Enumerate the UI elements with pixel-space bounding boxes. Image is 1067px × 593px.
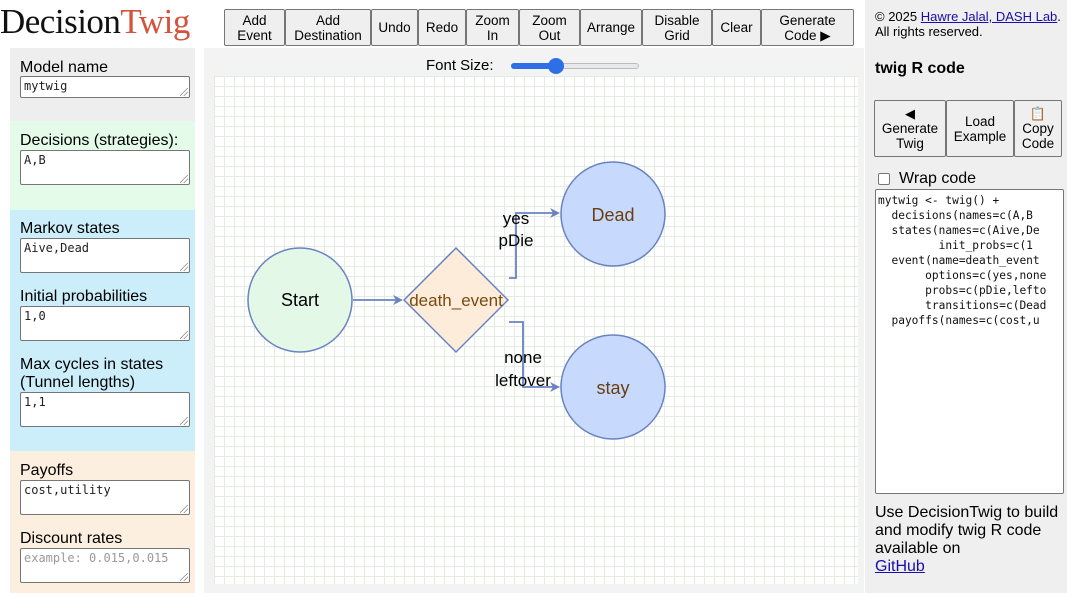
- font-size-label: Font Size:: [426, 57, 494, 74]
- redo-button[interactable]: Redo: [418, 9, 466, 46]
- arrange-button[interactable]: Arrange: [580, 9, 642, 46]
- start-node[interactable]: Start: [247, 247, 353, 353]
- code-line: probs=c(pDie,lefto: [878, 284, 1047, 297]
- max-cycles-input[interactable]: 1,1: [20, 392, 190, 427]
- app-description: Use DecisionTwig to build and modify twi…: [875, 504, 1059, 575]
- edge-yes-to-dead[interactable]: [509, 208, 560, 279]
- model-name-section: Model name mytwig: [10, 48, 195, 121]
- max-cycles-label: Max cycles in states(Tunnel lengths): [20, 356, 164, 391]
- destination-node-dead[interactable]: Dead: [560, 161, 666, 267]
- slider-thumb[interactable]: [547, 58, 564, 74]
- markov-states-label: Markov states: [20, 220, 120, 237]
- event-node-death-event[interactable]: death_event: [402, 246, 510, 354]
- font-size-slider[interactable]: [511, 58, 639, 74]
- triangle-left-icon: ◀: [905, 105, 915, 121]
- decisions-label: Decisions (strategies):: [20, 132, 179, 149]
- initial-probabilities-label: Initial probabilities: [20, 288, 148, 305]
- event-node-label: death_event: [409, 291, 503, 310]
- decisions-section: Decisions (strategies): A,B: [10, 121, 195, 210]
- markov-states-input[interactable]: Aive,Dead: [20, 238, 190, 273]
- discount-rates-label: Discount rates: [20, 530, 123, 547]
- edge-label-leftover: leftover: [495, 371, 551, 390]
- model-sidebar: Model name mytwig Decisions (strategies)…: [10, 48, 195, 593]
- destination-node-stay[interactable]: stay: [560, 334, 666, 440]
- code-line: event(name=death_event: [878, 254, 1040, 267]
- edge-label-yes: yes: [503, 209, 529, 228]
- code-line: mytwig <- twig() +: [878, 194, 1000, 207]
- code-output-textarea[interactable]: mytwig <- twig() + decisions(names=c(A,B…: [875, 189, 1064, 494]
- dead-node-label: Dead: [591, 205, 634, 225]
- decisions-input[interactable]: A,B: [20, 150, 190, 185]
- code-panel: © 2025 Hawre Jalal, DASH Lab. All rights…: [865, 0, 1067, 593]
- wrap-code-label: Wrap code: [899, 170, 977, 187]
- model-name-label: Model name: [20, 59, 109, 76]
- code-line: payoffs(names=c(cost,u: [878, 314, 1040, 327]
- discount-rates-input[interactable]: example: 0.015,0.015: [20, 548, 190, 583]
- clipboard-icon: 📋: [1029, 105, 1047, 121]
- edge-none-to-stay[interactable]: [509, 321, 560, 392]
- code-line: transitions=c(Dead: [878, 299, 1047, 312]
- slider-fill: [511, 63, 556, 69]
- code-line: decisions(names=c(A,B: [878, 209, 1033, 222]
- author-link[interactable]: Hawre Jalal, DASH Lab: [920, 9, 1058, 24]
- code-line: states(names=c(Aive,De: [878, 224, 1040, 237]
- code-panel-title: twig R code: [875, 60, 965, 77]
- initial-probabilities-input[interactable]: 1,0: [20, 306, 190, 341]
- payoffs-label: Payoffs: [20, 462, 74, 479]
- payoffs-input[interactable]: cost,utility: [20, 480, 190, 515]
- edge-label-none: none: [504, 348, 542, 367]
- markov-section: Markov states Aive,Dead Initial probabil…: [10, 210, 195, 451]
- code-line: options=c(yes,none: [878, 269, 1047, 282]
- payoffs-section: Payoffs cost,utility Discount rates exam…: [10, 451, 195, 593]
- decisiontwig-logo: DecisionTwig: [0, 2, 190, 41]
- edge-label-pdie: pDie: [499, 231, 534, 250]
- copyright-notice: © 2025 Hawre Jalal, DASH Lab. All rights…: [875, 9, 1061, 39]
- wrap-code-toggle[interactable]: Wrap code: [878, 170, 976, 188]
- canvas-area: [204, 48, 864, 593]
- stay-node-label: stay: [596, 378, 629, 398]
- clear-button[interactable]: Clear: [712, 9, 761, 46]
- code-line: init_probs=c(1: [878, 239, 1033, 252]
- start-node-label: Start: [281, 290, 319, 310]
- model-name-input[interactable]: mytwig: [20, 76, 190, 98]
- wrap-code-checkbox[interactable]: [878, 173, 890, 185]
- github-link[interactable]: GitHub: [875, 558, 925, 575]
- undo-button[interactable]: Undo: [371, 9, 418, 46]
